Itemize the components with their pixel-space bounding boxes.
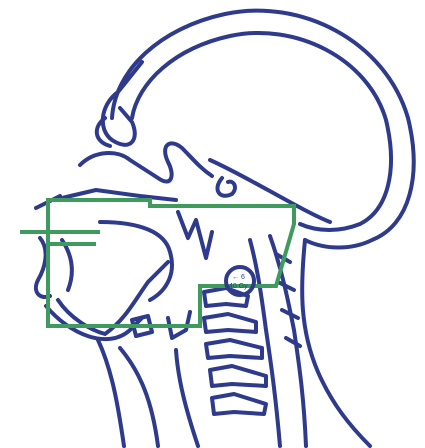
vertebra-c6 <box>212 394 266 414</box>
tongue-outline <box>100 222 172 300</box>
vertebra-c2 <box>204 288 248 306</box>
sella-turcica <box>217 178 234 196</box>
brain-base-line <box>210 160 330 222</box>
posterior-neck-contour <box>302 240 370 446</box>
dose-label-arrow: ← 6 <box>232 274 245 281</box>
vertebra-c5 <box>210 366 266 386</box>
chin-to-neck <box>120 348 158 446</box>
trachea-outline <box>176 350 198 446</box>
skull-outer-outline <box>112 11 414 248</box>
vertebra-c3 <box>204 314 256 332</box>
dose-marker-circle <box>226 267 254 295</box>
upper-teeth <box>62 240 72 290</box>
dose-label-gy: 40 Gy <box>229 283 248 290</box>
field-shielding-line <box>20 232 100 244</box>
anterior-neck-contour <box>98 340 124 446</box>
orbit-outline <box>80 143 212 181</box>
vertebra-c4 <box>206 340 262 358</box>
pharynx-anterior-wall <box>178 212 212 258</box>
